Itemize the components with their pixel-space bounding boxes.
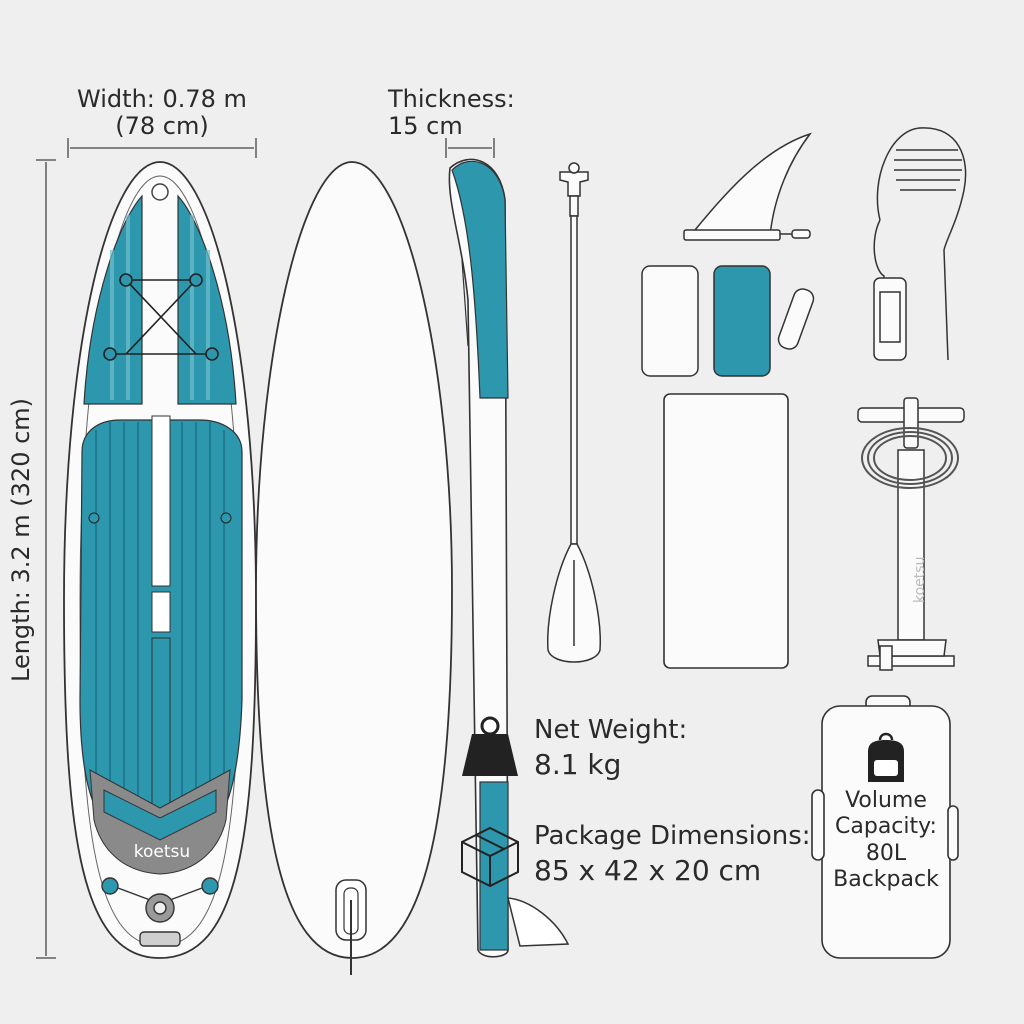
backpack-icon (868, 732, 904, 782)
fin (683, 132, 813, 241)
leash (873, 127, 967, 361)
pump-brand-logo: koetsu (912, 556, 928, 603)
thickness-value: 15 cm (388, 111, 463, 140)
width-label: Width: 0.78 m (78 cm) (62, 86, 262, 140)
thickness-title: Thickness: (388, 85, 515, 113)
storage-bag (663, 393, 789, 669)
backpack (811, 695, 959, 959)
board-top-view (63, 161, 257, 959)
board-bottom-view (255, 161, 453, 975)
volume-line-2: Capacity: (835, 814, 937, 840)
volume-line-3: 80L (865, 840, 907, 866)
thickness-dimension-line (445, 138, 495, 158)
width-dimension-line (67, 138, 257, 158)
length-label: Length: 3.2 m (320 cm) (7, 397, 35, 682)
repair-kit (641, 265, 815, 377)
package-dimensions-label: Package Dimensions: 85 x 42 x 20 cm (534, 821, 811, 888)
thickness-label: Thickness: 15 cm (388, 86, 515, 140)
leash-ring-icon (151, 183, 169, 201)
package-value: 85 x 42 x 20 cm (534, 854, 762, 888)
package-title: Package Dimensions: (534, 821, 811, 851)
paddle (546, 162, 602, 663)
board-side-view (448, 158, 570, 958)
length-dimension-line (36, 159, 56, 959)
brand-logo: koetsu (133, 842, 191, 862)
package-box-icon (461, 826, 519, 888)
volume-line-4: Backpack (833, 867, 939, 893)
weight-icon (462, 716, 518, 776)
hand-pump (857, 397, 965, 671)
net-weight-value: 8.1 kg (534, 748, 622, 782)
net-weight-title: Net Weight: (534, 715, 688, 745)
width-cm: (78 cm) (115, 111, 209, 140)
net-weight-label: Net Weight: 8.1 kg (534, 715, 688, 782)
width-value: Width: 0.78 m (77, 85, 247, 113)
volume-line-1: Volume (845, 788, 927, 813)
backpack-capacity-label: Volume Capacity: 80L Backpack (826, 788, 946, 894)
